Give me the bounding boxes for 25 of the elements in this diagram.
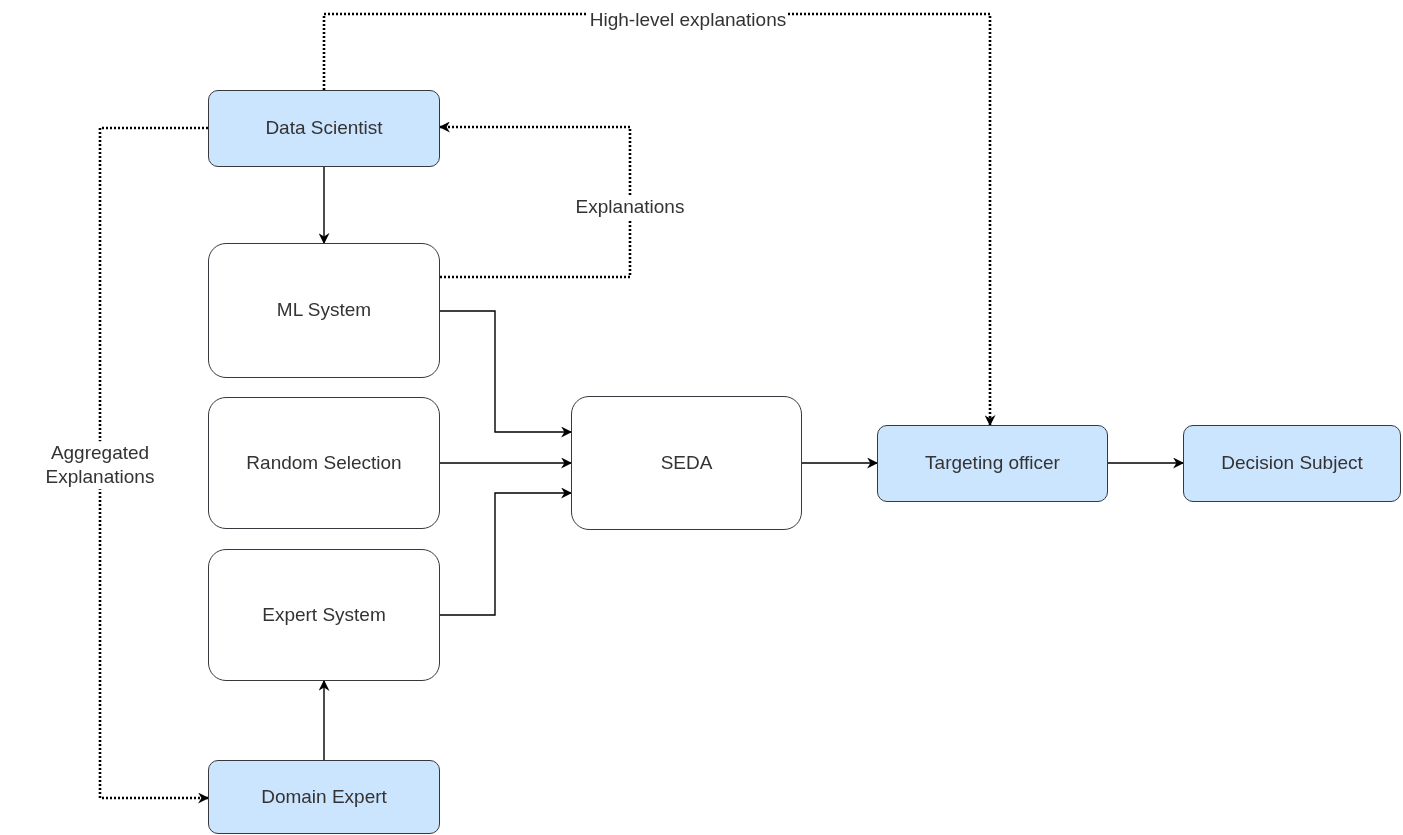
arrow [1107, 457, 1185, 469]
process-box [208, 397, 440, 529]
actor-box [877, 425, 1108, 502]
node-label: SEDA [659, 451, 714, 475]
actor-box [208, 760, 440, 834]
node-label: Expert System [261, 603, 387, 627]
actor-box [208, 90, 440, 167]
node-label: ML System [275, 299, 373, 322]
process-box [208, 243, 440, 378]
arrow [438, 121, 632, 279]
node-label: Targeting officer [924, 452, 1061, 475]
arrow [318, 166, 330, 245]
node-label: Domain Expert [260, 785, 388, 809]
arrow [439, 457, 573, 469]
process-box [208, 549, 440, 681]
actor-box [1183, 425, 1401, 502]
arrow [801, 457, 879, 469]
node-label: Decision Subject [1220, 452, 1364, 475]
node-label: Data Scientist [264, 117, 384, 140]
arrow [439, 487, 573, 616]
arrow [439, 310, 573, 438]
process-box [571, 396, 802, 530]
node-label: Random Selection [245, 451, 403, 475]
arrow [98, 126, 210, 804]
arrow [318, 679, 330, 761]
